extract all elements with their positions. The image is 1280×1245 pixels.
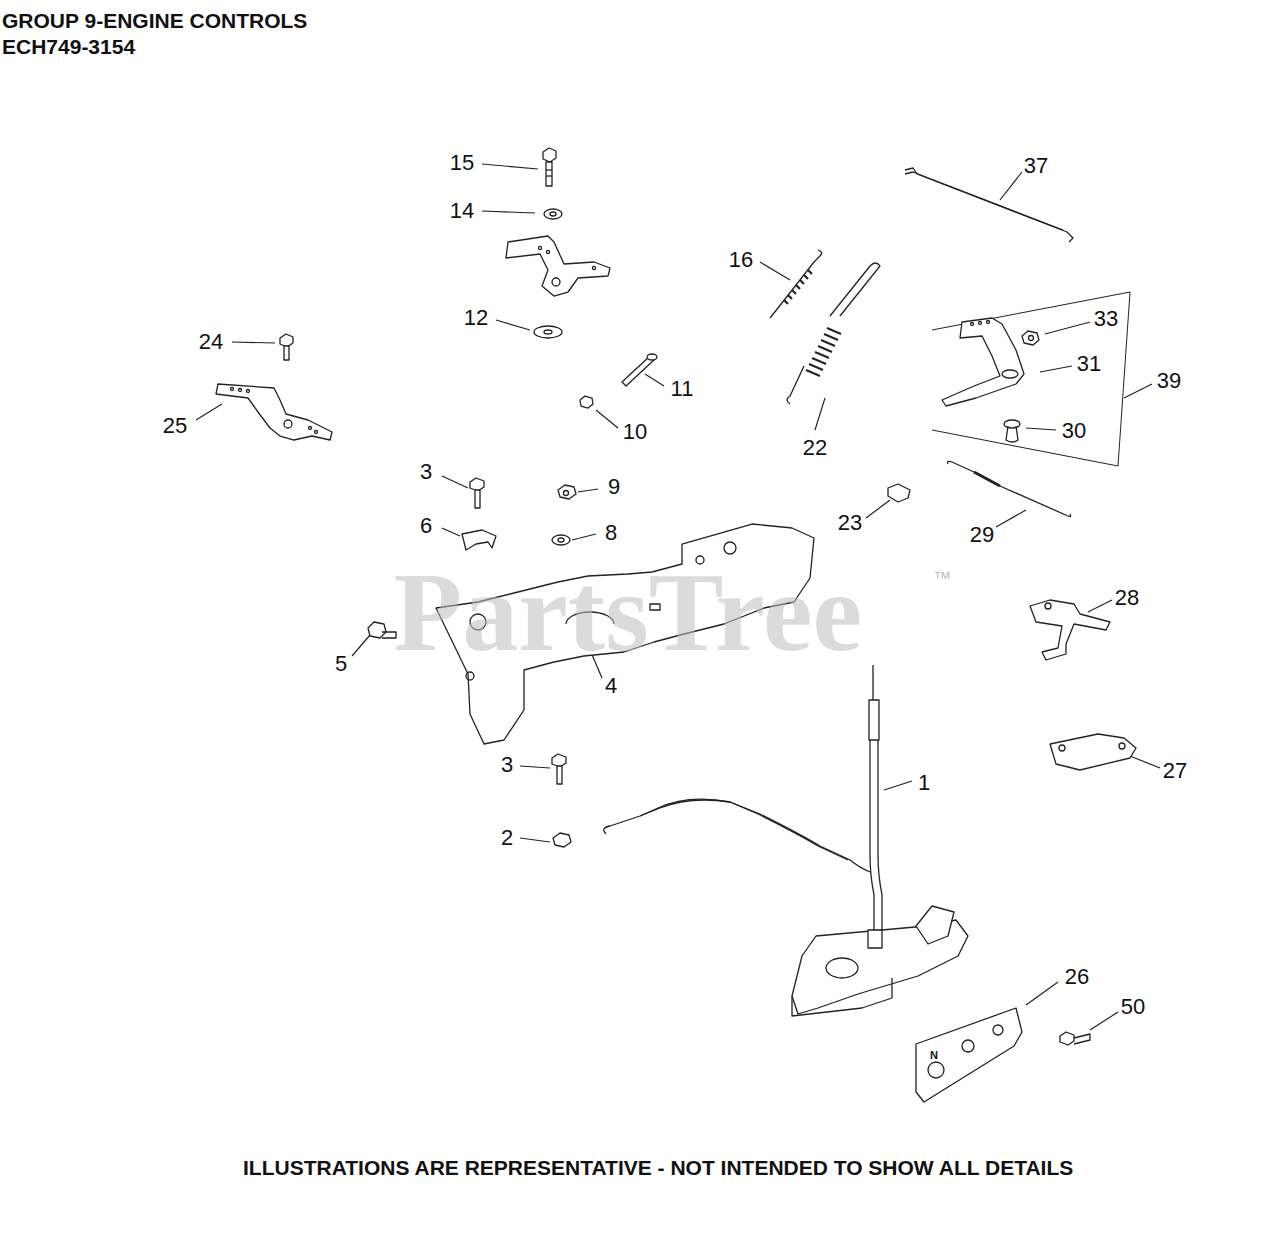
callout-number: 12 (464, 307, 488, 329)
control-unit (792, 906, 968, 1016)
callout-number: 26 (1065, 966, 1089, 988)
callout-number: 9 (608, 476, 620, 498)
callout-number: 14 (450, 200, 474, 222)
bolt (543, 148, 556, 186)
callout-number: 25 (163, 415, 187, 437)
model-number: ECH749-3154 (2, 34, 135, 59)
plate-marking: N (930, 1049, 938, 1061)
callout-number: 8 (605, 522, 617, 544)
callout-number: 27 (1163, 760, 1187, 782)
callout-number: 31 (1077, 353, 1101, 375)
callout-number: 28 (1115, 587, 1139, 609)
callout-number: 2 (501, 827, 513, 849)
callout-number: 3 (501, 754, 513, 776)
callout-number: 30 (1062, 420, 1086, 442)
callout-number: 23 (838, 512, 862, 534)
caption-note: ILLUSTRATIONS ARE REPRESENTATIVE - NOT I… (243, 1155, 1073, 1180)
callout-number: 4 (605, 675, 617, 697)
callout-number: 39 (1157, 370, 1181, 392)
watermark: PartsTree (394, 548, 863, 677)
page-title: GROUP 9-ENGINE CONTROLS (2, 8, 307, 33)
trademark: ™ (933, 568, 951, 589)
callout-number: 29 (970, 524, 994, 546)
callout-number: 33 (1094, 308, 1118, 330)
leader-lines (196, 164, 1160, 1030)
callout-number: 3 (420, 461, 432, 483)
callout-number: 10 (623, 421, 647, 443)
callout-number: 15 (450, 152, 474, 174)
callout-number: 50 (1121, 996, 1145, 1018)
callout-number: 24 (199, 331, 223, 353)
callout-number: 1 (918, 772, 930, 794)
callout-number: 16 (729, 249, 753, 271)
callout-number: 5 (335, 653, 347, 675)
callout-number: 11 (671, 378, 694, 400)
cable (604, 665, 882, 935)
callout-number: 22 (803, 437, 827, 459)
callout-number: 37 (1024, 155, 1048, 177)
callout-number: 6 (420, 515, 432, 537)
